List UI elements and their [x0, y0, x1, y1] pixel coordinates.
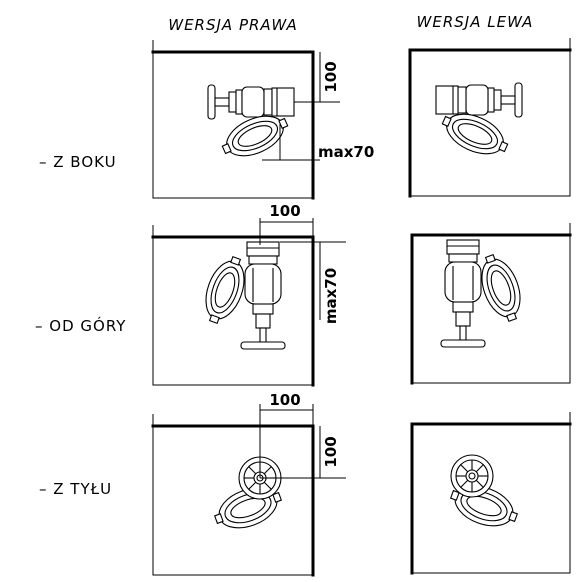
header-right-version: WERSJA PRAWA [168, 16, 298, 34]
valve-rear-right [209, 456, 287, 538]
cabinet-rear-left [410, 412, 572, 575]
cabinet-rear-right [151, 414, 315, 577]
dimension-top-max [280, 241, 346, 320]
header-left-version: WERSJA LEWA [417, 13, 534, 31]
dim-label-rear-vertical: 100 [322, 436, 340, 467]
cabinet-side-right [151, 40, 315, 200]
dimension-top-horizontal [259, 218, 314, 245]
cabinet-side-left [408, 38, 572, 198]
row-label-side: – Z BOKU [39, 153, 117, 171]
dimension-rear-horizontal [259, 404, 314, 478]
valve-top-right [196, 241, 286, 350]
row-label-top: – OD GÓRY [35, 316, 126, 335]
dim-label-top-horizontal: 100 [269, 202, 300, 220]
dim-label-top-max: max70 [322, 268, 340, 324]
valve-side-right [207, 84, 295, 166]
valve-rear-left [445, 454, 523, 536]
dim-label-side-max: max70 [318, 143, 374, 161]
row-label-rear: – Z TYŁU [39, 480, 112, 498]
valve-side-left [435, 82, 523, 164]
dim-label-rear-horizontal: 100 [269, 391, 300, 409]
dimension-side-max [262, 124, 320, 161]
dimension-side-vertical [294, 52, 340, 103]
dim-label-side-vertical: 100 [322, 61, 340, 92]
valve-top-left [440, 239, 530, 348]
cabinet-top-left [410, 223, 572, 385]
dimension-rear-vertical [260, 426, 346, 479]
